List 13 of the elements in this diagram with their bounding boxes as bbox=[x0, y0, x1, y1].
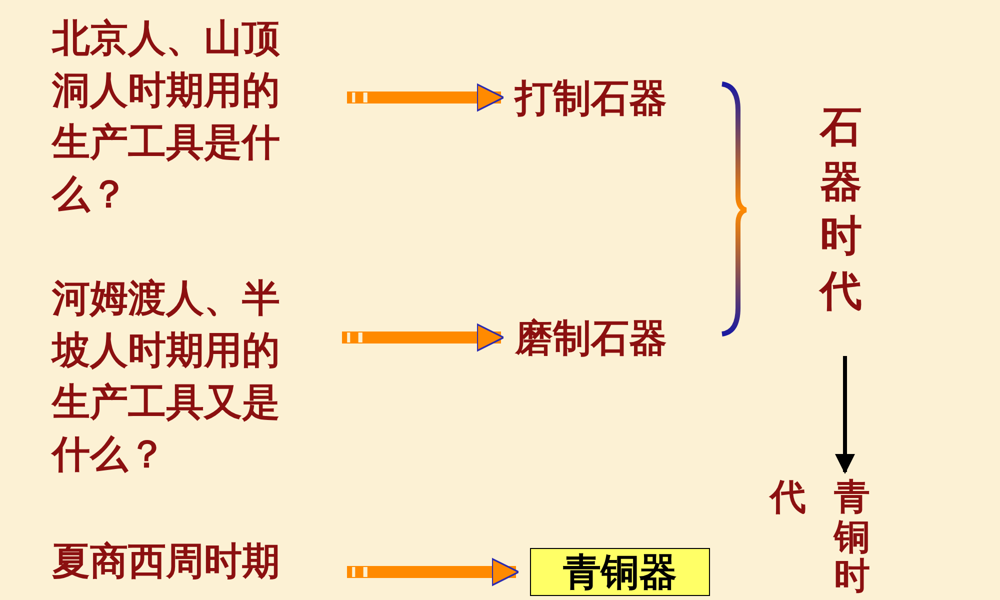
block-arrow bbox=[342, 324, 504, 352]
block-arrow bbox=[347, 84, 504, 112]
arrow bbox=[835, 356, 855, 474]
question-text: 河姆渡人、半坡人时期用的生产工具又是什么？ bbox=[52, 275, 281, 478]
highlight-box: 青铜器 bbox=[530, 548, 710, 596]
question-text: 北京人、山顶洞人时期用的生产工具是什么？ bbox=[52, 15, 281, 218]
block-arrow bbox=[347, 558, 520, 586]
answer-text: 打制石器 bbox=[515, 78, 667, 116]
vertical-text: 青铜时 bbox=[834, 478, 870, 598]
vertical-text: 代 bbox=[770, 478, 806, 520]
vertical-text: 石器时代 bbox=[820, 101, 862, 317]
answer-text: 磨制石器 bbox=[515, 318, 667, 356]
question-text: 夏商西周时期 bbox=[52, 538, 281, 585]
